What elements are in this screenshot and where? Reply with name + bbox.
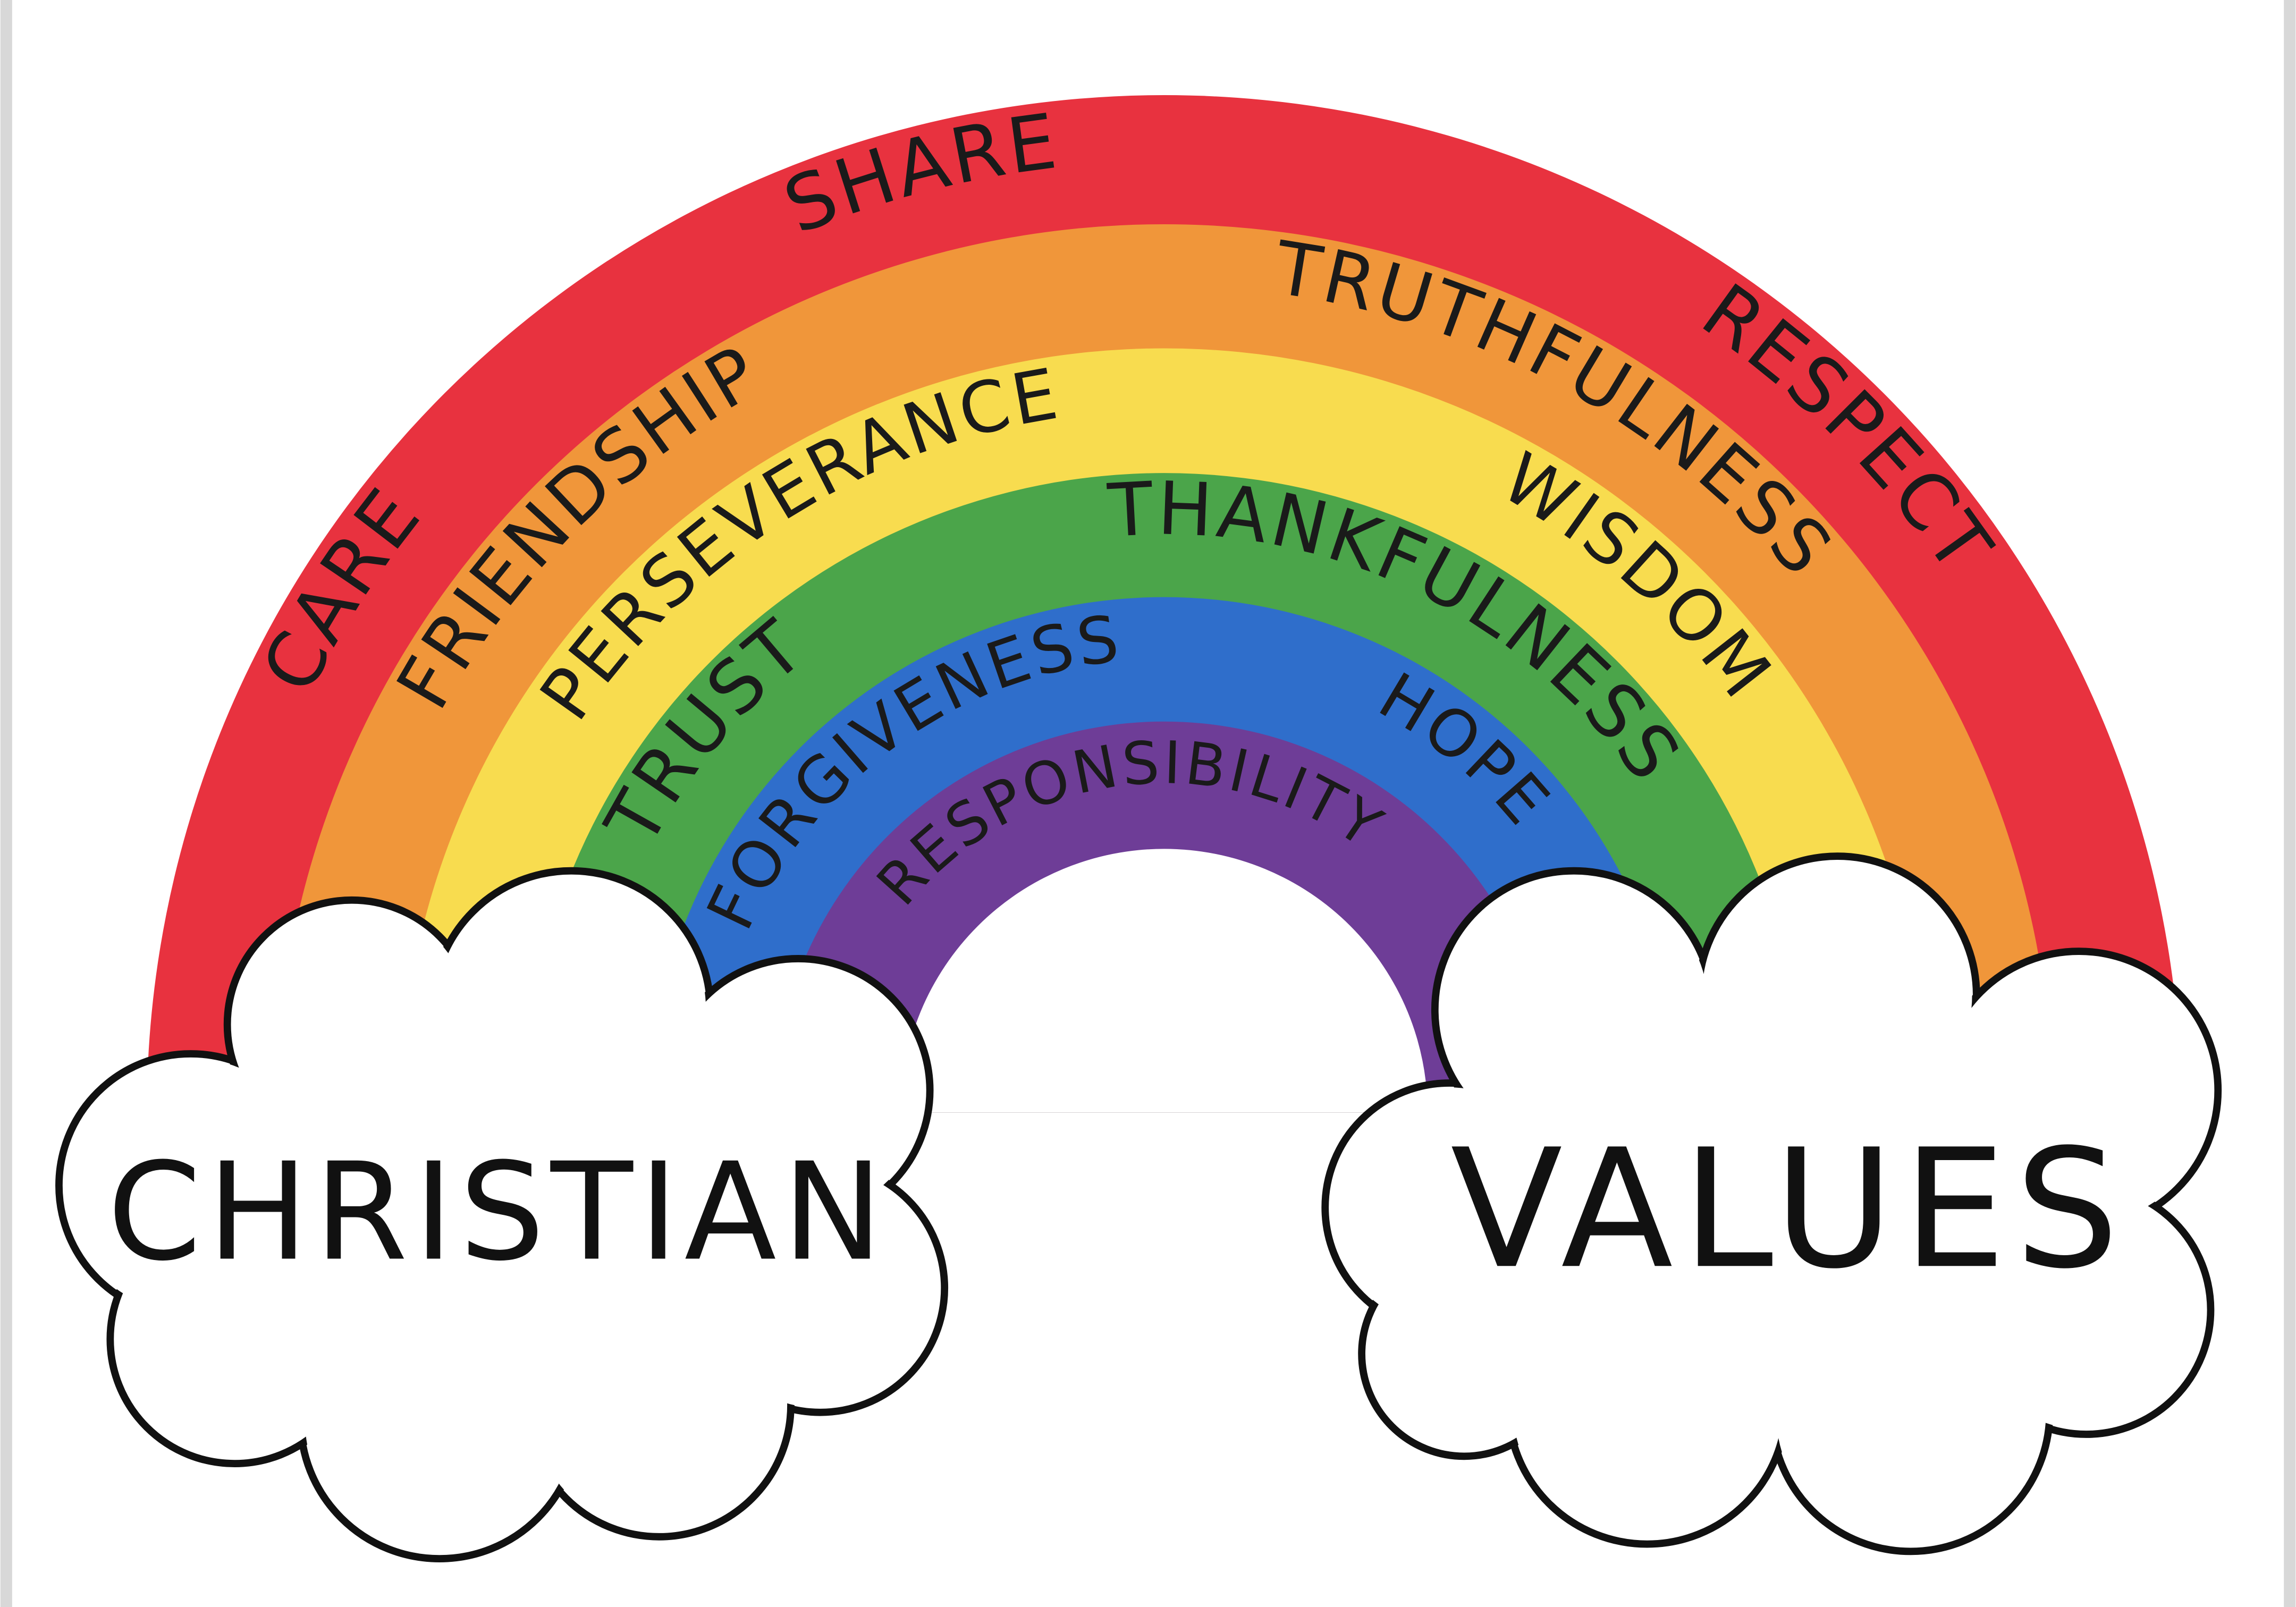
right-cloud: VALUES: [1321, 852, 2222, 1555]
right-border: [2284, 0, 2296, 1607]
title-values: VALUES: [1450, 1114, 2128, 1305]
left-border: [0, 0, 12, 1607]
left-cloud: CHRISTIAN: [55, 867, 949, 1562]
title-christian: CHRISTIAN: [107, 1134, 889, 1291]
rainbow-inner-hole: [900, 849, 1428, 1113]
